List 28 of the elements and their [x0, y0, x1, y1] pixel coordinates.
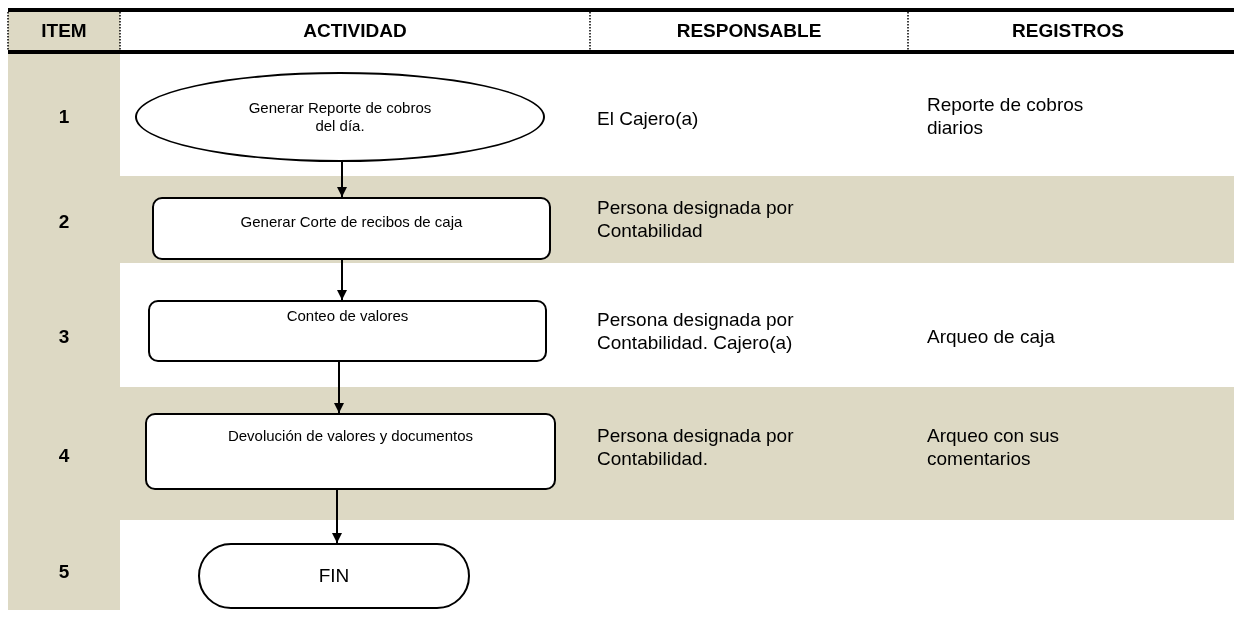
table-text: Arqueo con sus comentarios: [927, 425, 1061, 471]
item-number: 2: [57, 210, 71, 234]
node-label: Devolución de valores y documentos: [227, 426, 474, 445]
node-label: Generar Reporte de cobros del día.: [247, 99, 433, 135]
node-label: Conteo de valores: [286, 307, 409, 325]
table-text: Arqueo de caja: [927, 325, 1056, 349]
arrow: [332, 489, 342, 544]
table-text: Persona designada por Contabilidad.: [597, 425, 795, 471]
node-label: Generar Corte de recibos de caja: [240, 212, 463, 231]
process-box: [152, 197, 551, 260]
arrow: [337, 259, 347, 301]
item-number: 1: [57, 105, 71, 129]
column-header: ACTIVIDAD: [302, 19, 408, 43]
column-header: ITEM: [40, 19, 88, 43]
column-header: RESPONSABLE: [675, 19, 823, 43]
item-number: 4: [57, 444, 71, 468]
item-number: 5: [57, 560, 71, 584]
node-label: FIN: [318, 564, 350, 588]
table-text: Persona designada por Contabilidad. Cajero(a): [597, 309, 795, 355]
table-text: Reporte de cobros diarios: [927, 94, 1085, 140]
process-box: [145, 413, 556, 490]
column-header: REGISTROS: [1011, 19, 1125, 43]
process-box: [148, 300, 547, 362]
table-text: Persona designada por Contabilidad: [597, 197, 795, 243]
arrow: [334, 361, 344, 414]
arrow: [337, 161, 347, 198]
item-number: 3: [57, 325, 71, 349]
table-text: El Cajero(a): [597, 107, 700, 131]
